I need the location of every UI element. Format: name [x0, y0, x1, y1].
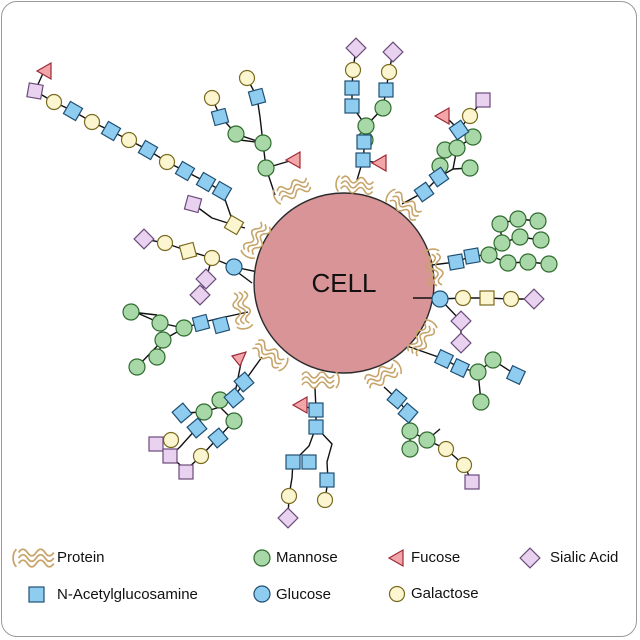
legend-mannose-icon: [253, 549, 271, 567]
legend-glcnac-icon: [28, 586, 45, 603]
glucose-residues: [225, 258, 449, 308]
mannose-residues: [122, 99, 558, 458]
glcnac-residues: [62, 80, 527, 488]
legend-galactose-label: Galactose: [411, 585, 479, 602]
legend-glcnac-label: N-Acetylglucosamine: [57, 586, 198, 603]
fucose-residues: [35, 61, 450, 415]
legend-symbols: [12, 547, 541, 603]
sialic-acid-residues: [26, 37, 545, 529]
cell-label: CELL: [311, 268, 376, 298]
legend-sialic-acid-icon: [519, 547, 541, 569]
legend-galactose-icon: [388, 585, 406, 603]
legend-glucose-icon: [253, 585, 271, 603]
legend-sialic-acid-label: Sialic Acid: [550, 549, 619, 566]
legend-protein-icon: [12, 548, 55, 568]
legend-mannose-label: Mannose: [276, 549, 338, 566]
legend-fucose-label: Fucose: [411, 549, 461, 566]
legend-glucose-label: Glucose: [276, 586, 332, 603]
legend-fucose-icon: [387, 548, 404, 568]
galactose-residues: [45, 61, 520, 509]
legend-protein-label: Protein: [57, 549, 105, 566]
